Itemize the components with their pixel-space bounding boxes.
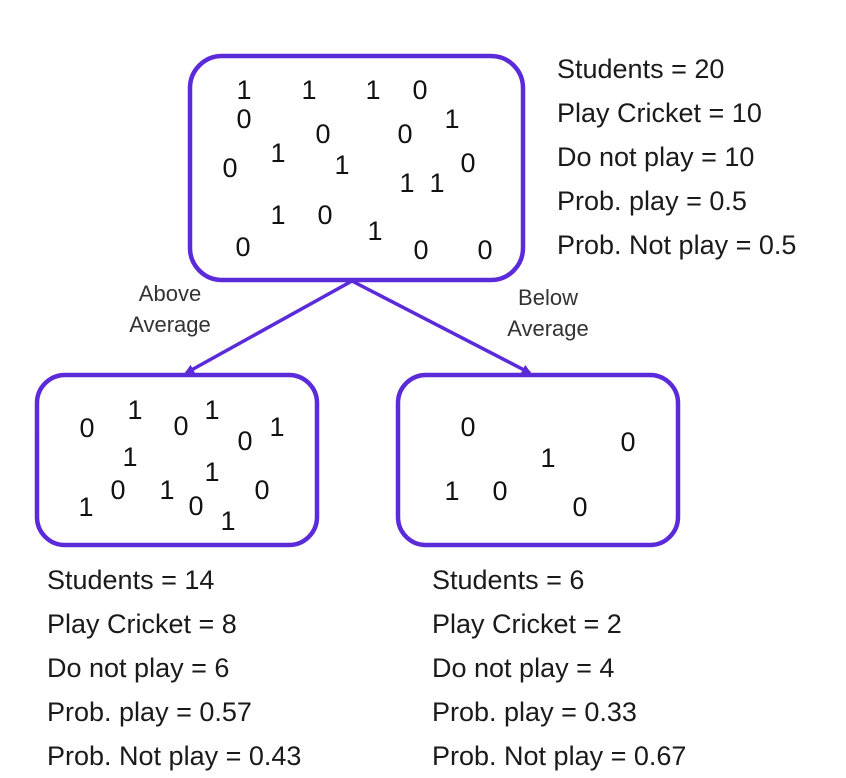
root-prob-play: Prob. play = 0.5 [557, 186, 747, 216]
root-digit: 0 [477, 235, 492, 265]
root-digit: 0 [317, 200, 332, 230]
edge-below-average [351, 279, 532, 375]
below-digit: 0 [460, 412, 475, 442]
above-prob-not-play: Prob. Not play = 0.43 [47, 741, 302, 771]
below-average-node-box [395, 372, 681, 548]
root-play-cricket: Play Cricket = 10 [557, 98, 762, 128]
below-average-node-digits: 0 0 1 1 0 0 [444, 412, 635, 522]
below-average-node-stats: Students = 6 Play Cricket = 2 Do not pla… [432, 558, 686, 778]
edge-label-above-line-2: Average [129, 312, 211, 337]
below-digit: 0 [620, 427, 635, 457]
root-digit: 1 [367, 216, 382, 246]
root-digit: 1 [301, 75, 316, 105]
root-do-not-play: Do not play = 10 [557, 142, 755, 172]
below-students: Students = 6 [432, 565, 585, 595]
above-play-cricket: Play Cricket = 8 [47, 609, 237, 639]
above-digit: 1 [127, 395, 142, 425]
above-average-node-box [34, 372, 320, 548]
above-average-node-digits: 0 1 0 1 0 1 1 1 1 0 1 0 1 0 [78, 395, 284, 536]
above-average-node-stats: Students = 14 Play Cricket = 8 Do not pl… [47, 558, 301, 778]
root-digit: 1 [365, 75, 380, 105]
root-prob-not-play: Prob. Not play = 0.5 [557, 230, 797, 260]
above-digit: 0 [79, 413, 94, 443]
root-digit: 1 [236, 75, 251, 105]
above-students: Students = 14 [47, 565, 215, 595]
root-node-box [187, 53, 526, 283]
root-digit: 1 [429, 168, 444, 198]
above-digit: 1 [269, 412, 284, 442]
above-digit: 0 [173, 411, 188, 441]
edge-label-below-line-2: Average [507, 316, 589, 341]
edge-label-above-line-1: Above [139, 281, 201, 306]
above-digit: 0 [188, 491, 203, 521]
root-digit: 0 [460, 148, 475, 178]
root-digit: 1 [334, 150, 349, 180]
root-digit: 0 [222, 153, 237, 183]
root-digit: 1 [444, 104, 459, 134]
above-do-not-play: Do not play = 6 [47, 653, 230, 683]
above-digit: 1 [122, 442, 137, 472]
below-prob-not-play: Prob. Not play = 0.67 [432, 741, 687, 771]
root-digit: 0 [397, 119, 412, 149]
root-digit: 0 [235, 232, 250, 262]
edge-label-below-line-1: Below [518, 285, 578, 310]
root-digit: 0 [315, 119, 330, 149]
root-digit: 0 [413, 235, 428, 265]
root-digit: 1 [270, 138, 285, 168]
edge-above-average [184, 279, 353, 375]
below-digit: 1 [444, 476, 459, 506]
above-digit: 1 [78, 492, 93, 522]
below-digit: 1 [540, 443, 555, 473]
below-prob-play: Prob. play = 0.33 [432, 697, 637, 727]
above-prob-play: Prob. play = 0.57 [47, 697, 252, 727]
above-digit: 0 [254, 475, 269, 505]
above-digit: 1 [220, 506, 235, 536]
above-digit: 0 [237, 426, 252, 456]
above-digit: 1 [204, 457, 219, 487]
above-digit: 1 [204, 395, 219, 425]
root-digit: 0 [412, 75, 427, 105]
above-digit: 0 [110, 475, 125, 505]
root-digit: 0 [236, 104, 251, 134]
root-digit: 1 [270, 200, 285, 230]
below-digit: 0 [492, 476, 507, 506]
below-play-cricket: Play Cricket = 2 [432, 609, 622, 639]
below-do-not-play: Do not play = 4 [432, 653, 615, 683]
below-digit: 0 [572, 492, 587, 522]
root-node-digits: 1 1 1 0 0 1 0 0 1 1 0 1 1 0 1 0 1 0 0 0 [222, 75, 492, 265]
root-digit: 1 [399, 168, 414, 198]
root-students: Students = 20 [557, 54, 725, 84]
root-node-stats: Students = 20 Play Cricket = 10 Do not p… [557, 47, 796, 267]
above-digit: 1 [159, 475, 174, 505]
